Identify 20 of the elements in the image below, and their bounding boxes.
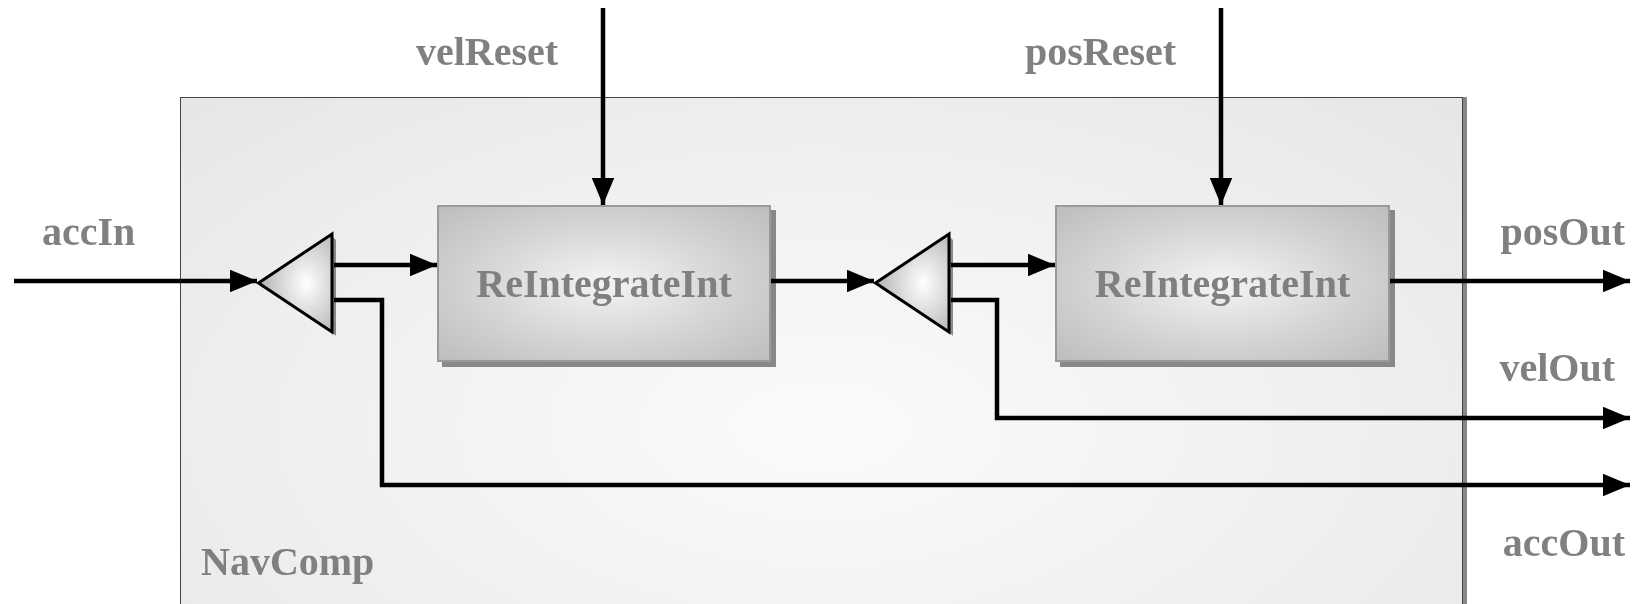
signal-label: posReset <box>1025 32 1177 72</box>
signal-label: velOut <box>1499 348 1615 388</box>
signal-label: velReset <box>416 32 559 72</box>
arrow <box>1390 269 1630 293</box>
arrow <box>334 253 437 277</box>
splitter-triangle <box>874 232 951 334</box>
block-label: ReIntegrateInt <box>1094 263 1351 304</box>
arrow <box>14 269 257 293</box>
component-name: NavComp <box>201 542 375 582</box>
arrow <box>771 269 874 293</box>
block-label: ReIntegrateInt <box>476 263 732 304</box>
arrow <box>1209 8 1233 205</box>
splitter-triangle <box>257 232 334 334</box>
signal-label: posOut <box>1500 212 1625 252</box>
arrow <box>951 297 1630 430</box>
arrow <box>951 253 1055 277</box>
arrow <box>334 297 1630 497</box>
arrow <box>591 8 615 205</box>
signal-label: accOut <box>1502 523 1625 563</box>
signal-label: accIn <box>42 212 136 252</box>
